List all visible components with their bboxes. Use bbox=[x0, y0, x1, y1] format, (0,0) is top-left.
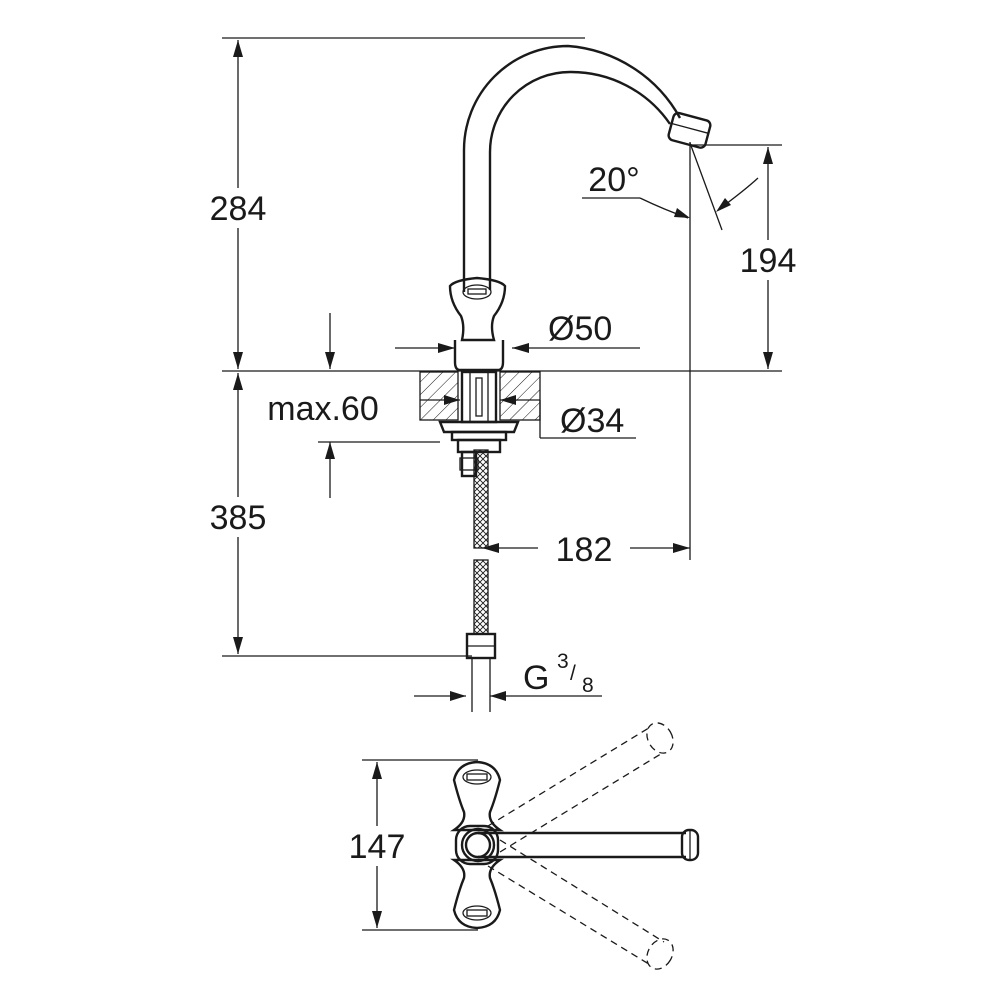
dimension-angle-20: 20° bbox=[582, 142, 759, 231]
dimension-194: 194 bbox=[732, 147, 804, 369]
spout-swivel-positions bbox=[487, 722, 674, 970]
dimension-182: 182 bbox=[482, 531, 690, 569]
front-view: 284 385 194 182 bbox=[200, 37, 804, 712]
dimension-label-194: 194 bbox=[740, 242, 797, 280]
deck-section bbox=[419, 371, 541, 421]
faucet-body bbox=[419, 44, 712, 712]
thread-fraction-denominator: 8 bbox=[582, 674, 594, 697]
thread-fraction-numerator: 3 bbox=[557, 650, 569, 673]
dimension-label-diameter-50: Ø50 bbox=[548, 310, 612, 348]
dimension-385: 385 bbox=[200, 373, 276, 654]
dimension-label-diameter-34: Ø34 bbox=[560, 402, 624, 440]
dimension-label-147: 147 bbox=[349, 828, 406, 866]
handle-front bbox=[448, 276, 507, 342]
dimension-label-284: 284 bbox=[210, 190, 267, 228]
mounting-nut bbox=[438, 420, 520, 454]
dimension-thread: G 3 / 8 bbox=[414, 650, 602, 701]
top-view: 147 bbox=[338, 722, 700, 970]
handle-top bbox=[450, 760, 504, 832]
dimension-284: 284 bbox=[200, 40, 276, 369]
thread-label: G bbox=[523, 659, 549, 697]
spout-inner bbox=[488, 70, 671, 290]
dimension-diameter-50: Ø50 bbox=[395, 310, 640, 353]
dimension-label-385: 385 bbox=[210, 499, 267, 537]
handle-bottom bbox=[450, 858, 504, 930]
angle-label: 20° bbox=[588, 161, 639, 199]
supply-hose bbox=[473, 449, 489, 635]
dimension-147: 147 bbox=[338, 762, 416, 928]
dimension-label-max-60: max.60 bbox=[267, 390, 379, 428]
dimension-label-182: 182 bbox=[556, 531, 613, 569]
dimension-max-60: max.60 bbox=[267, 313, 440, 498]
spout-top bbox=[464, 828, 700, 862]
spout-outer bbox=[462, 44, 682, 292]
aerator bbox=[667, 111, 712, 149]
body-top bbox=[454, 824, 500, 866]
svg-text:/: / bbox=[570, 662, 576, 685]
